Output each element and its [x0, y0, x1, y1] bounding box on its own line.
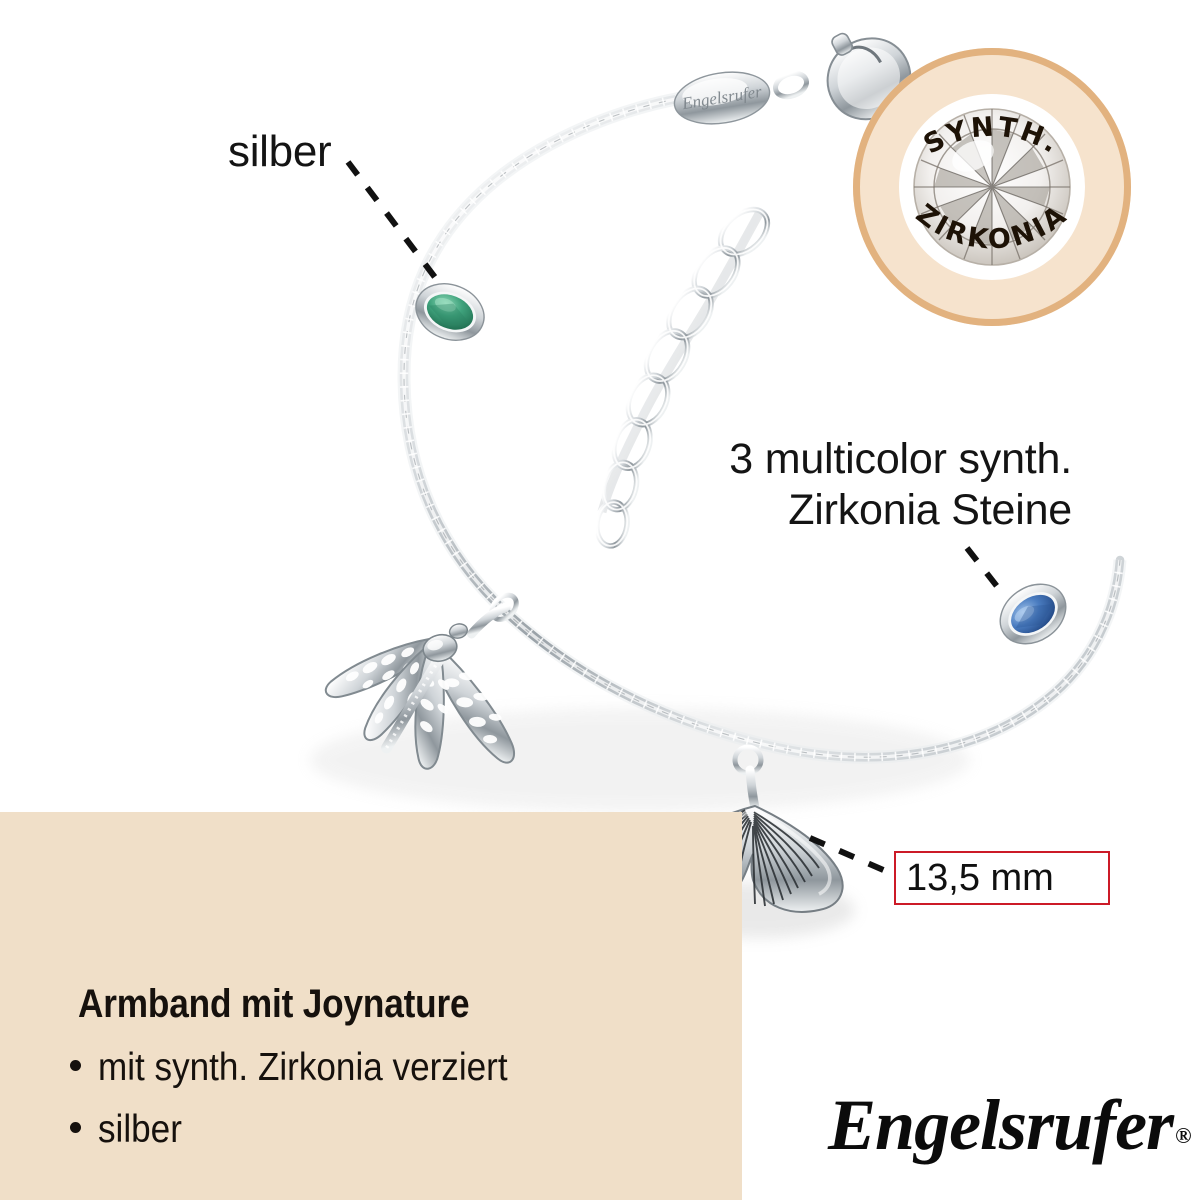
synth-zirkonia-seal: SYNTH. ZIRKONIA [853, 48, 1131, 326]
brand-name: Engelsrufer [828, 1085, 1174, 1165]
seal-top-text: SYNTH. [919, 111, 1066, 160]
feature-bullet: silber [70, 1108, 191, 1152]
feature-bullet: mit synth. Zirkonia verziert [70, 1046, 553, 1090]
leader-line-measure [808, 835, 890, 875]
seal-bottom-text: ZIRKONIA [910, 198, 1074, 255]
product-info-panel [0, 812, 742, 1200]
engraved-tag: Engelsrufer [673, 71, 771, 125]
product-title: Armband mit Joynature [78, 982, 470, 1026]
feature-bullet-label: mit synth. Zirkonia verziert [98, 1046, 508, 1089]
measurement-value: 13,5 mm [906, 856, 1054, 899]
feature-bullet-label: silber [98, 1108, 182, 1151]
green-gem [415, 283, 485, 341]
dragonfly-charm [324, 592, 519, 770]
extension-chain [594, 206, 771, 549]
bullet-dot-icon [70, 1060, 81, 1071]
leader-line-silber [345, 160, 440, 282]
leader-line-stones [964, 546, 1006, 596]
blue-gem [999, 583, 1067, 645]
callout-label-stones: 3 multicolor synth. Zirkonia Steine [729, 435, 1072, 534]
callout-label-silber: silber [228, 127, 332, 176]
zirconia-gem-photo [899, 94, 1085, 280]
registered-trademark-icon: ® [1175, 1123, 1191, 1148]
bullet-dot-icon [70, 1122, 81, 1133]
lobster-clasp [826, 32, 912, 121]
measurement-badge: 13,5 mm [894, 851, 1110, 905]
brand-logo: Engelsrufer® [828, 1084, 1192, 1167]
